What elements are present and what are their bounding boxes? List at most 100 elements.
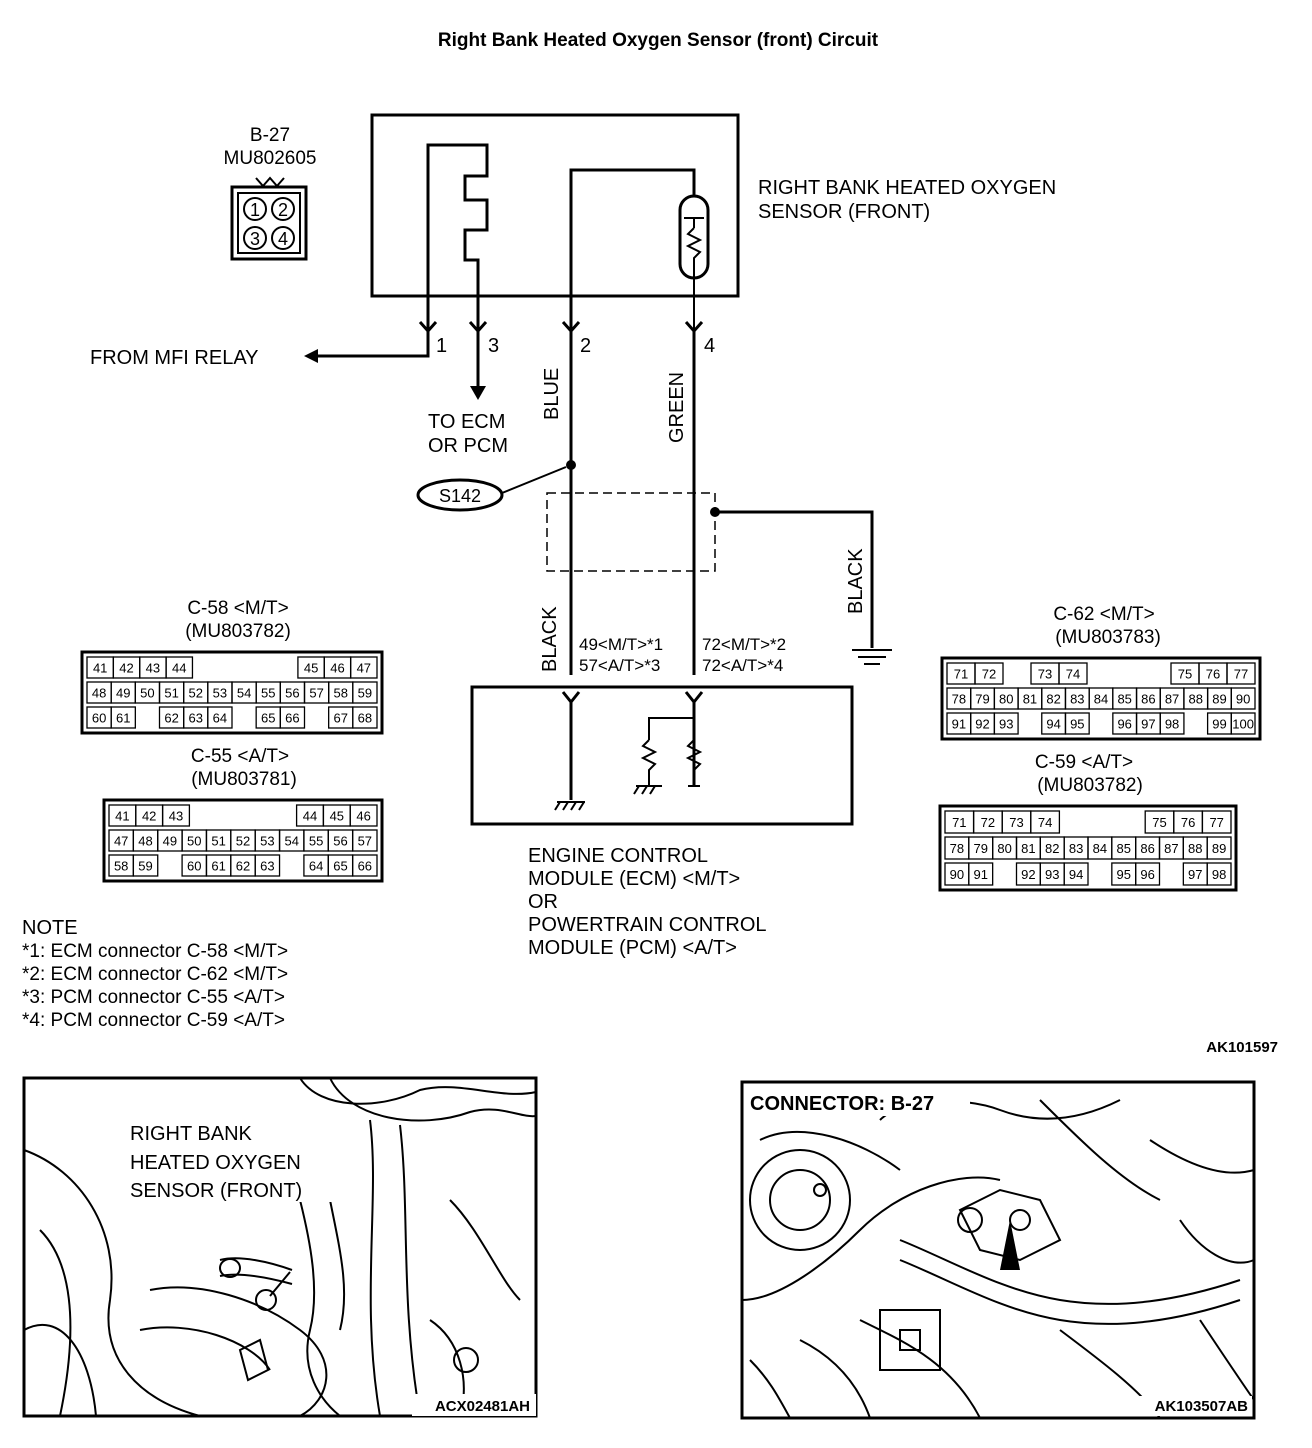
c59-pin-number: 80 bbox=[997, 841, 1011, 856]
b27-pin-4: 4 bbox=[278, 229, 288, 249]
pin-1-label: 1 bbox=[436, 335, 447, 357]
photo-right-label: CONNECTOR: B-27 bbox=[750, 1093, 934, 1115]
c59-title: C-59 <A/T> bbox=[1035, 752, 1133, 773]
c58-pin-cell bbox=[279, 706, 306, 729]
c58-pin-number: 44 bbox=[172, 661, 186, 676]
c58-pin-number: 49 bbox=[116, 686, 130, 701]
c59-pin-number: 78 bbox=[950, 841, 964, 856]
c62-pin-number: 75 bbox=[1178, 667, 1192, 682]
c55-pin-number: 44 bbox=[303, 809, 317, 824]
c62-pin-number: 96 bbox=[1117, 717, 1131, 732]
oxygen-sensor-symbol bbox=[370, 113, 740, 331]
c59-pin-cell bbox=[1206, 862, 1232, 886]
c58-pin-number: 52 bbox=[189, 686, 203, 701]
c62-pin-cell bbox=[1064, 712, 1090, 735]
c62-pin-number: 78 bbox=[952, 692, 966, 707]
c58-pin-number: 50 bbox=[140, 686, 154, 701]
c55-pin-cell bbox=[161, 804, 191, 827]
c62-pin-cell bbox=[1230, 687, 1256, 710]
c58-title: C-58 <M/T> bbox=[187, 598, 288, 619]
photo-left-label-2: HEATED OXYGEN bbox=[130, 1152, 301, 1174]
photo-left-code: ACX02481AH bbox=[435, 1398, 530, 1415]
photo-left-label-1: RIGHT BANK bbox=[130, 1123, 253, 1145]
c59-pin-number: 87 bbox=[1164, 841, 1178, 856]
c58-pin-number: 53 bbox=[213, 686, 227, 701]
note-line-3: *3: PCM connector C-55 <A/T> bbox=[22, 987, 285, 1008]
c55-pin-number: 61 bbox=[211, 859, 225, 874]
c58-pin-cell bbox=[352, 706, 378, 729]
c62-pin-number: 88 bbox=[1189, 692, 1203, 707]
c55-pin-cell bbox=[349, 804, 378, 827]
c55-pin-number: 59 bbox=[138, 859, 152, 874]
ecm-pin-right-2: 72<A/T>*4 bbox=[702, 656, 783, 675]
photo-left-label-3: SENSOR (FRONT) bbox=[130, 1180, 302, 1202]
c55-pin-number: 65 bbox=[333, 859, 347, 874]
c58-pin-number: 42 bbox=[119, 661, 133, 676]
c58-pin-number: 58 bbox=[334, 686, 348, 701]
c59-pin-number: 91 bbox=[974, 867, 988, 882]
c58-pin-number: 64 bbox=[213, 711, 227, 726]
c59-part: (MU803782) bbox=[1037, 775, 1143, 796]
c59-pin-cell bbox=[1206, 836, 1232, 860]
c55-pin-number: 47 bbox=[114, 834, 128, 849]
b27-id: B-27 bbox=[250, 125, 290, 146]
c55-pin-cell bbox=[254, 854, 281, 877]
c55-pin-number: 62 bbox=[236, 859, 250, 874]
c59-pin-number: 82 bbox=[1045, 841, 1059, 856]
c58-pin-number: 62 bbox=[164, 711, 178, 726]
c58-pin-cell bbox=[349, 656, 378, 679]
c55-pin-number: 60 bbox=[187, 859, 201, 874]
c62-pin-cell bbox=[1230, 712, 1256, 735]
c62-pin-cell bbox=[974, 662, 1004, 685]
module-label-line5: MODULE (PCM) <A/T> bbox=[528, 937, 737, 959]
c59-pin-number: 74 bbox=[1038, 815, 1052, 830]
c62-pin-number: 89 bbox=[1212, 692, 1226, 707]
c55-pin-number: 57 bbox=[358, 834, 372, 849]
c58-pin-cell bbox=[207, 706, 233, 729]
c55-pin-number: 43 bbox=[169, 809, 183, 824]
c59-pin-cell bbox=[1030, 810, 1061, 834]
c59-pin-number: 95 bbox=[1117, 867, 1131, 882]
b27-pin-2: 2 bbox=[278, 200, 288, 220]
c55-pin-number: 58 bbox=[114, 859, 128, 874]
c59-pin-cell bbox=[1135, 862, 1161, 886]
note-heading: NOTE bbox=[22, 917, 78, 939]
c62-pin-number: 76 bbox=[1206, 667, 1220, 682]
wire-label-black-left: BLACK bbox=[539, 606, 561, 672]
diagram-title: Right Bank Heated Oxygen Sensor (front) … bbox=[438, 30, 879, 51]
c62-pin-number: 91 bbox=[952, 717, 966, 732]
b27-pin-3: 3 bbox=[250, 229, 260, 249]
c62-pin-cell bbox=[1058, 662, 1088, 685]
c59-pin-number: 76 bbox=[1181, 815, 1195, 830]
module-label-line4: POWERTRAIN CONTROL bbox=[528, 914, 767, 936]
c59-pin-number: 84 bbox=[1093, 841, 1107, 856]
c58-pin-number: 48 bbox=[92, 686, 106, 701]
photo-right-connector-location bbox=[740, 1080, 1256, 1420]
b27-pin-1: 1 bbox=[250, 200, 260, 220]
c59-pin-cell bbox=[1063, 862, 1089, 886]
c59-pin-number: 86 bbox=[1140, 841, 1154, 856]
c59-pin-number: 73 bbox=[1009, 815, 1023, 830]
c59-pin-number: 89 bbox=[1212, 841, 1226, 856]
ecm-pin-left-1: 49<M/T>*1 bbox=[579, 635, 663, 654]
wire-label-blue: BLUE bbox=[541, 368, 563, 420]
c62-pin-number: 82 bbox=[1046, 692, 1060, 707]
c55-pin-number: 56 bbox=[333, 834, 347, 849]
c58-pin-number: 68 bbox=[358, 711, 372, 726]
to-ecm-line2: OR PCM bbox=[428, 435, 508, 457]
c55-pin-number: 53 bbox=[260, 834, 274, 849]
c58-pin-number: 41 bbox=[93, 661, 107, 676]
c59-pin-number: 98 bbox=[1212, 867, 1226, 882]
c58-pin-number: 56 bbox=[285, 686, 299, 701]
c55-pin-cell bbox=[132, 854, 159, 877]
c59-pin-number: 77 bbox=[1209, 815, 1223, 830]
b27-connector: B-27 MU802605 1 2 3 4 bbox=[224, 125, 316, 261]
photo-left-sensor-location bbox=[22, 1076, 538, 1418]
c62-pin-cell bbox=[1226, 662, 1256, 685]
c55-part: (MU803781) bbox=[191, 769, 297, 790]
c58-pin-cell bbox=[110, 706, 136, 729]
c55-pin-number: 41 bbox=[115, 809, 129, 824]
